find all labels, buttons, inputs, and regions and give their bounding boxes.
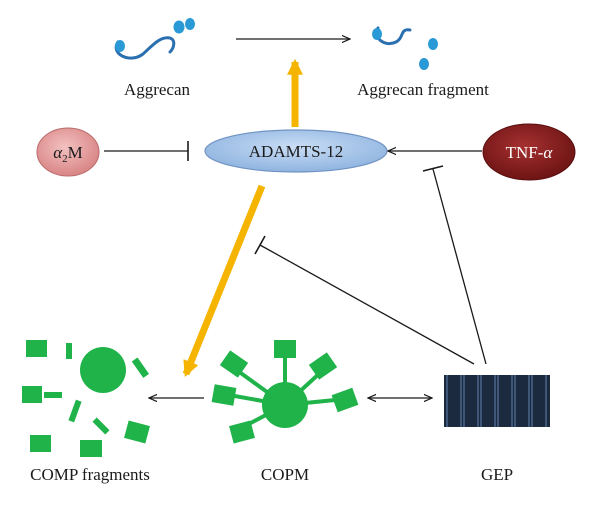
adamts12-to-comp-arrow — [182, 184, 266, 377]
alpha2m-m: M — [68, 143, 83, 162]
gep-inhibits-adamts12 — [254, 235, 475, 365]
adamts12-label: ADAMTS-12 — [249, 142, 343, 161]
tnf-prefix: TNF- — [506, 143, 544, 162]
svg-text:TNF-α: TNF-α — [506, 143, 554, 162]
comp-molecule-icon — [211, 340, 359, 444]
copm-label: COPM — [261, 465, 309, 484]
gep-inhibits-tnf — [422, 165, 487, 365]
aggrecan-fragment-label: Aggrecan fragment — [357, 80, 489, 99]
tnf-alpha-symbol: α — [543, 143, 553, 162]
alpha2m-inhibition — [104, 141, 189, 161]
gep-label: GEP — [481, 465, 513, 484]
tnf-alpha-node: TNF-α — [482, 123, 576, 181]
aggrecan-label: Aggrecan — [124, 80, 191, 99]
aggrecan-molecule-icon — [114, 18, 195, 60]
svg-text:α2M: α2M — [53, 143, 83, 165]
alpha2m-alpha: α — [53, 143, 63, 162]
adamts12-node: ADAMTS-12 — [204, 129, 388, 173]
comp-fragments-label: COMP fragments — [30, 465, 150, 484]
comp-fragments-icon — [22, 340, 150, 457]
aggrecan-fragment-icon — [372, 26, 438, 70]
gep-protein-icon — [444, 375, 550, 427]
alpha2m-subscript: 2 — [62, 153, 68, 165]
alpha2m-node: α2M — [36, 127, 100, 177]
